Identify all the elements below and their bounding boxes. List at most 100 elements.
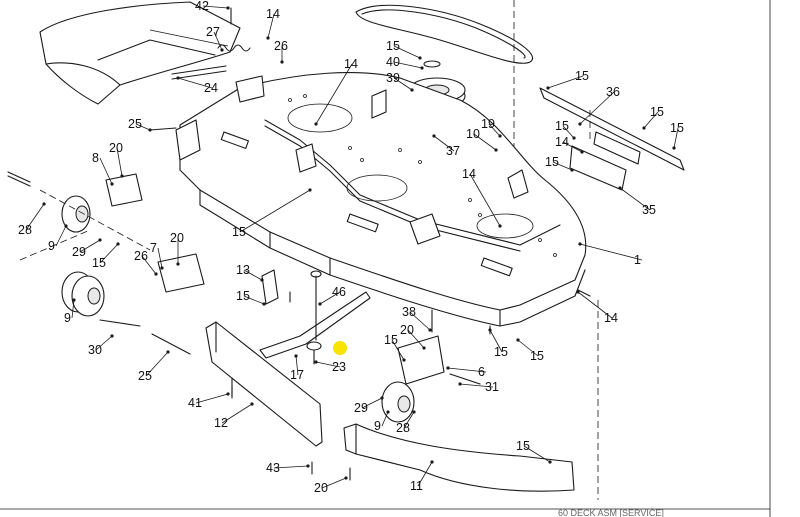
callout-label-28: 28: [18, 223, 32, 237]
callout-leader-14: [315, 63, 353, 125]
callout-leader-tip: [642, 126, 646, 130]
callout-leaders: [25, 5, 679, 489]
callout-label-15: 15: [384, 333, 398, 347]
callout-leader-11: [417, 461, 433, 487]
callout-leader-tip: [344, 476, 348, 480]
callout-leader-tip: [458, 382, 462, 386]
callout-label-24: 24: [204, 81, 218, 95]
callout-leader-15: [489, 329, 503, 353]
callout-leader-17: [295, 355, 299, 376]
callout-leader-tip: [42, 202, 46, 206]
callout-leader-15: [391, 339, 405, 361]
callout-leader-15: [393, 45, 421, 59]
callout-leader-14: [577, 291, 613, 319]
callout-label-27: 27: [206, 25, 220, 39]
callout-label-15: 15: [232, 225, 246, 239]
exploded-view-drawing: [7, 0, 771, 517]
callout-label-46: 46: [332, 285, 346, 299]
callout-label-36: 36: [606, 85, 620, 99]
callout-label-15: 15: [555, 119, 569, 133]
callout-leader-8: [99, 157, 113, 185]
callout-label-15: 15: [236, 289, 250, 303]
callout-leader-15: [239, 189, 311, 233]
callout-leader-26: [141, 255, 157, 275]
callout-leader-9: [71, 299, 75, 319]
callout-leader-35: [619, 187, 651, 211]
callout-label-20: 20: [170, 231, 184, 245]
callout-label-14: 14: [462, 167, 476, 181]
callout-leader-tip: [280, 60, 284, 64]
callout-leader-39: [393, 77, 413, 91]
callout-label-15: 15: [494, 345, 508, 359]
callout-label-11: 11: [410, 479, 423, 493]
callout-leader-tip: [412, 410, 416, 414]
callout-label-15: 15: [545, 155, 559, 169]
callout-leader-tip: [488, 328, 492, 332]
callout-leader-tip: [418, 56, 422, 60]
callout-leader-tip: [402, 358, 406, 362]
callout-leader-tip: [578, 122, 582, 126]
callout-leader-37: [433, 135, 455, 152]
rear-rail: [343, 423, 575, 492]
mulching-blade: [259, 269, 371, 365]
right-caster: [381, 309, 481, 423]
callout-label-20: 20: [109, 141, 123, 155]
callout-leader-28: [403, 411, 415, 429]
callout-leader-tip: [386, 410, 390, 414]
callout-label-25: 25: [128, 117, 142, 131]
callout-leader-tip: [576, 290, 580, 294]
callout-leader-20: [321, 477, 347, 489]
callout-leader-tip: [498, 224, 502, 228]
callout-leader-tip: [148, 128, 152, 132]
callout-leader-tip: [578, 242, 582, 246]
callout-label-26: 26: [134, 249, 148, 263]
callout-label-26: 26: [274, 39, 288, 53]
callout-leader-15: [523, 445, 551, 463]
callout-leader-tip: [220, 48, 224, 52]
callout-label-14: 14: [555, 135, 569, 149]
callout-leader-41: [195, 393, 229, 404]
callout-leader-tip: [546, 86, 550, 90]
callout-leader-15: [517, 339, 539, 357]
callout-leader-tip: [318, 302, 322, 306]
callout-leader-15: [552, 161, 573, 171]
callout-leader-tip: [572, 136, 576, 140]
callout-leader-tip: [294, 354, 298, 358]
callout-leader-25: [145, 351, 169, 377]
callout-leader-tip: [120, 174, 124, 178]
callout-leader-tip: [72, 298, 76, 302]
callout-leader-tip: [260, 278, 264, 282]
callout-leader-tip: [64, 224, 68, 228]
callout-label-13: 13: [236, 263, 250, 277]
callout-leader-tip: [516, 338, 520, 342]
callout-label-42: 42: [195, 0, 209, 13]
callout-label-14: 14: [266, 7, 280, 21]
callout-label-17: 17: [290, 368, 304, 382]
callout-leader-15: [673, 127, 679, 149]
callout-leader-6: [447, 367, 487, 373]
callout-leader-tip: [380, 396, 384, 400]
callout-leader-tip: [176, 76, 180, 80]
callout-label-41: 41: [188, 396, 202, 410]
callout-leader-tip: [154, 272, 158, 276]
callout-label-40: 40: [386, 55, 400, 69]
callout-leader-14: [469, 173, 501, 227]
callout-label-8: 8: [92, 151, 99, 165]
callout-leader-tip: [672, 146, 676, 150]
callout-leader-31: [459, 383, 494, 388]
callout-leader-30: [95, 335, 113, 351]
callout-leader-tip: [262, 302, 266, 306]
callout-leader-tip: [306, 464, 310, 468]
callout-leader-tip: [176, 262, 180, 266]
callout-leader-tip: [422, 346, 426, 350]
callout-label-14: 14: [344, 57, 358, 71]
callout-leader-46: [319, 291, 341, 305]
callout-leader-7: [157, 247, 163, 269]
callout-leader-40: [393, 61, 423, 69]
callout-leader-9: [381, 411, 389, 427]
callout-leader-15: [643, 111, 659, 129]
callout-leader-14: [562, 141, 583, 153]
callout-label-35: 35: [642, 203, 656, 217]
front-rail: [205, 321, 323, 447]
